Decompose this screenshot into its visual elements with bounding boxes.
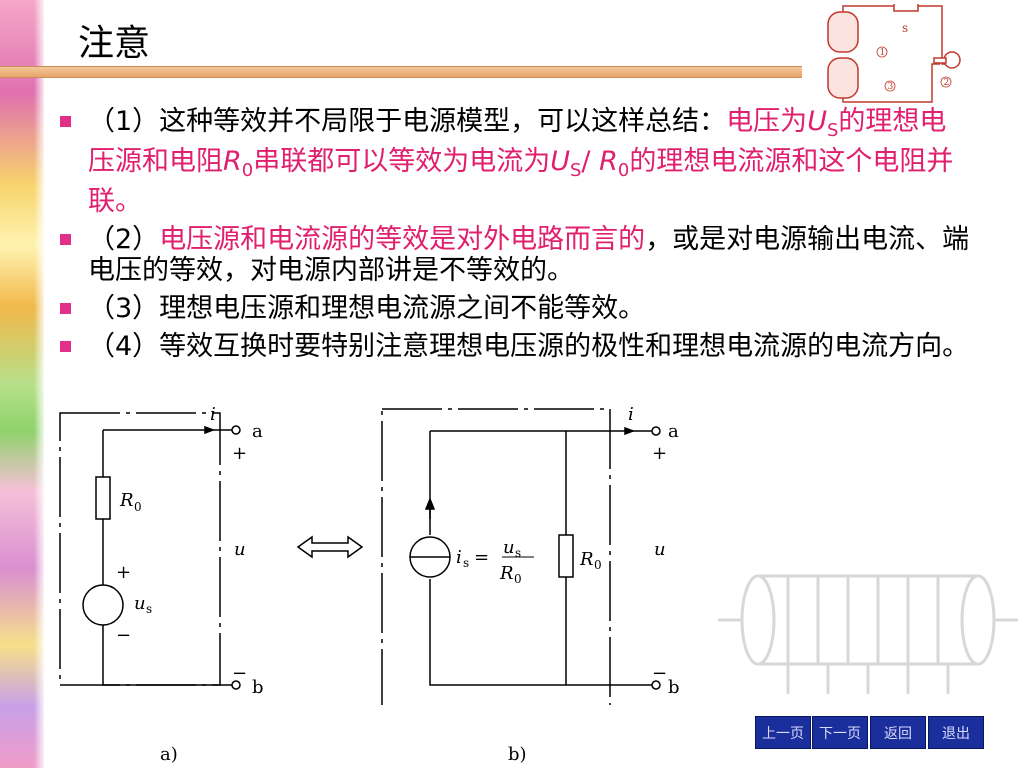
bullet-marker xyxy=(60,116,71,127)
prev-page-button[interactable]: 上一页 xyxy=(755,716,811,749)
caption-a: a) xyxy=(160,744,178,765)
svg-text:s: s xyxy=(463,556,469,570)
svg-text:0: 0 xyxy=(594,558,602,572)
label-s: s xyxy=(902,21,908,35)
svg-text:R: R xyxy=(119,490,134,511)
label-3: 3 xyxy=(888,82,894,92)
page-title: 注意 xyxy=(78,23,151,64)
svg-text:u: u xyxy=(234,539,246,560)
bullet-marker xyxy=(60,234,71,245)
bullet-marker xyxy=(60,341,71,352)
svg-text:0: 0 xyxy=(514,572,522,586)
svg-text:−: − xyxy=(116,625,131,646)
svg-text:R: R xyxy=(579,549,594,570)
exit-button[interactable]: 退出 xyxy=(928,716,984,749)
svg-text:s: s xyxy=(515,546,521,560)
next-page-button[interactable]: 下一页 xyxy=(812,716,868,749)
bullet-2: （2）电压源和电流源的等效是对外电路而言的，或是对电源输出电流、端电压的等效，对… xyxy=(60,224,970,286)
decorative-side-strip xyxy=(0,0,44,768)
svg-text:+: + xyxy=(116,562,131,583)
svg-text:−: − xyxy=(232,663,247,684)
circuit-a-box xyxy=(59,412,221,686)
bullet-list: （1）这种等效并不局限于电源模型，可以这样总结：电压为US的理想电压源和电阻R0… xyxy=(60,106,970,369)
svg-text:i: i xyxy=(628,404,634,425)
circuit-b-box xyxy=(381,408,611,705)
svg-text:i: i xyxy=(210,404,216,425)
caption-b: b) xyxy=(508,744,527,765)
svg-text:u: u xyxy=(503,537,515,558)
svg-text:u: u xyxy=(134,593,146,614)
svg-text:+: + xyxy=(232,443,247,464)
svg-text:=: = xyxy=(474,547,489,568)
bullet-4: （4）等效互换时要特别注意理想电压源的极性和理想电流源的电流方向。 xyxy=(60,331,970,362)
svg-text:a: a xyxy=(668,421,679,442)
svg-text:b: b xyxy=(668,677,680,698)
svg-text:a: a xyxy=(252,421,263,442)
svg-text:0: 0 xyxy=(134,500,142,514)
svg-text:u: u xyxy=(654,539,666,560)
svg-text:+: + xyxy=(652,443,667,464)
svg-text:−: − xyxy=(652,663,667,684)
bullet-3: （3）理想电压源和理想电流源之间不能等效。 xyxy=(60,293,970,324)
svg-text:b: b xyxy=(252,677,264,698)
svg-text:i: i xyxy=(456,547,462,568)
back-button[interactable]: 返回 xyxy=(870,716,926,749)
svg-text:s: s xyxy=(146,602,152,616)
label-2: 2 xyxy=(944,78,950,88)
battery-circuit-illustration: 1 3 2 s xyxy=(827,4,961,103)
coil-watermark xyxy=(718,574,1018,694)
label-1: 1 xyxy=(880,48,886,58)
title-underline-bar xyxy=(0,66,802,78)
svg-text:R: R xyxy=(499,563,514,584)
bullet-marker xyxy=(60,303,71,314)
bullet-1: （1）这种等效并不局限于电源模型，可以这样总结：电压为US的理想电压源和电阻R0… xyxy=(60,106,970,217)
